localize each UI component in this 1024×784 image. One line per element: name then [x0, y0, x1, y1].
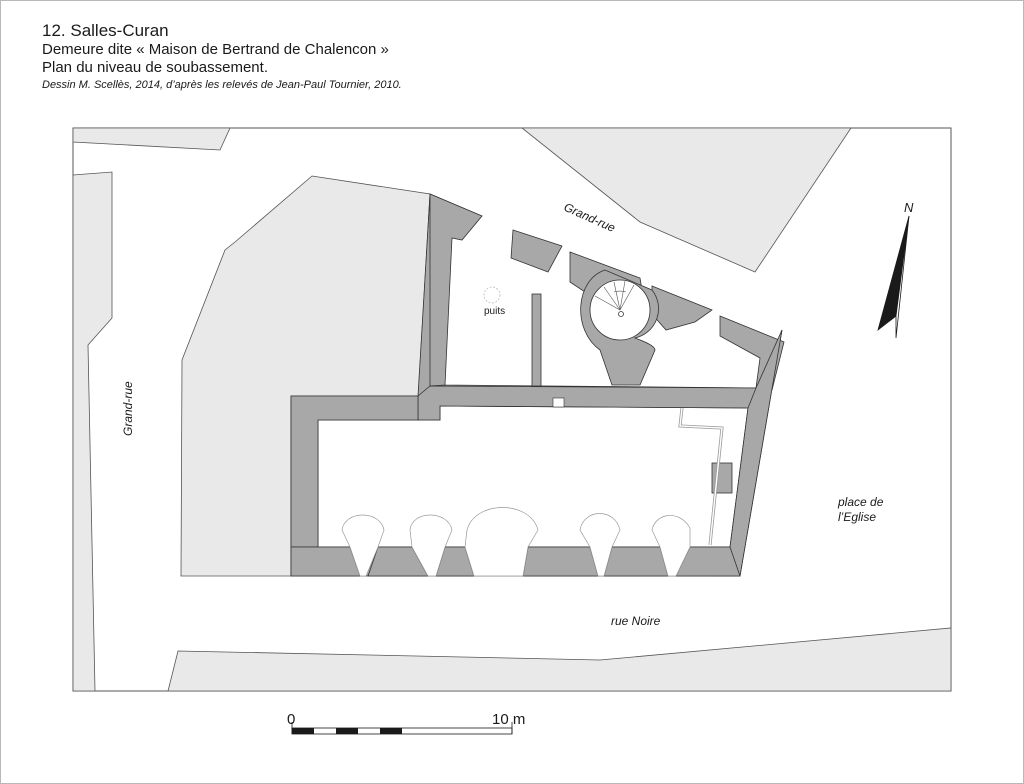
plan-subtitle: Demeure dite « Maison de Bertrand de Cha…: [42, 41, 389, 58]
window-embrasures: [341, 507, 691, 577]
label-rue-noire: rue Noire: [611, 614, 661, 628]
label-grand-rue-left: Grand-rue: [121, 381, 135, 436]
neighbor-buildings: [72, 127, 952, 692]
scale-seg-3: [336, 728, 358, 734]
plan-level: Plan du niveau de soubassement.: [42, 59, 268, 76]
scale-start-label: 0: [287, 711, 295, 728]
label-puits: puits: [484, 306, 505, 317]
neighbor-left-strip: [72, 171, 113, 692]
north-label: N: [904, 200, 914, 215]
building-walls: [290, 193, 785, 577]
north-wall-segment-1: [510, 229, 563, 273]
embrasure-5: [651, 515, 691, 577]
plan-title: 12. Salles-Curan: [42, 21, 169, 40]
spiral-steps: [594, 280, 635, 311]
plan-credit: Dessin M. Scellès, 2014, d’après les rel…: [42, 79, 402, 91]
north-arrow: N: [877, 200, 914, 339]
south-pier-1: [290, 546, 361, 577]
embrasure-4: [579, 513, 621, 577]
north-arrow-light-half: [895, 215, 910, 339]
embrasure-2: [409, 514, 453, 577]
south-pier-5: [603, 546, 669, 577]
title-block: 12. Salles-Curan Demeure dite « Maison d…: [42, 20, 402, 93]
courtyard-partition: [531, 293, 542, 387]
scale-seg-1: [292, 728, 314, 734]
embrasure-3: [464, 507, 539, 577]
scale-bar: 0 10 m: [287, 711, 525, 735]
label-place-line2: l’Eglise: [838, 510, 876, 524]
well-circle: [483, 286, 501, 304]
scale-end-label: 10 m: [492, 711, 525, 728]
label-place-line1: place de: [837, 495, 884, 509]
wall-niche: [552, 397, 565, 408]
scale-seg-5: [380, 728, 402, 734]
neighbor-top-left: [72, 127, 231, 151]
interior-partition-inner: [679, 407, 723, 546]
neighbor-top-right: [520, 127, 852, 273]
south-pier-4: [522, 546, 599, 577]
neighbor-south-block: [167, 627, 952, 692]
stair-newel: [618, 311, 624, 317]
embrasure-1: [341, 514, 385, 577]
